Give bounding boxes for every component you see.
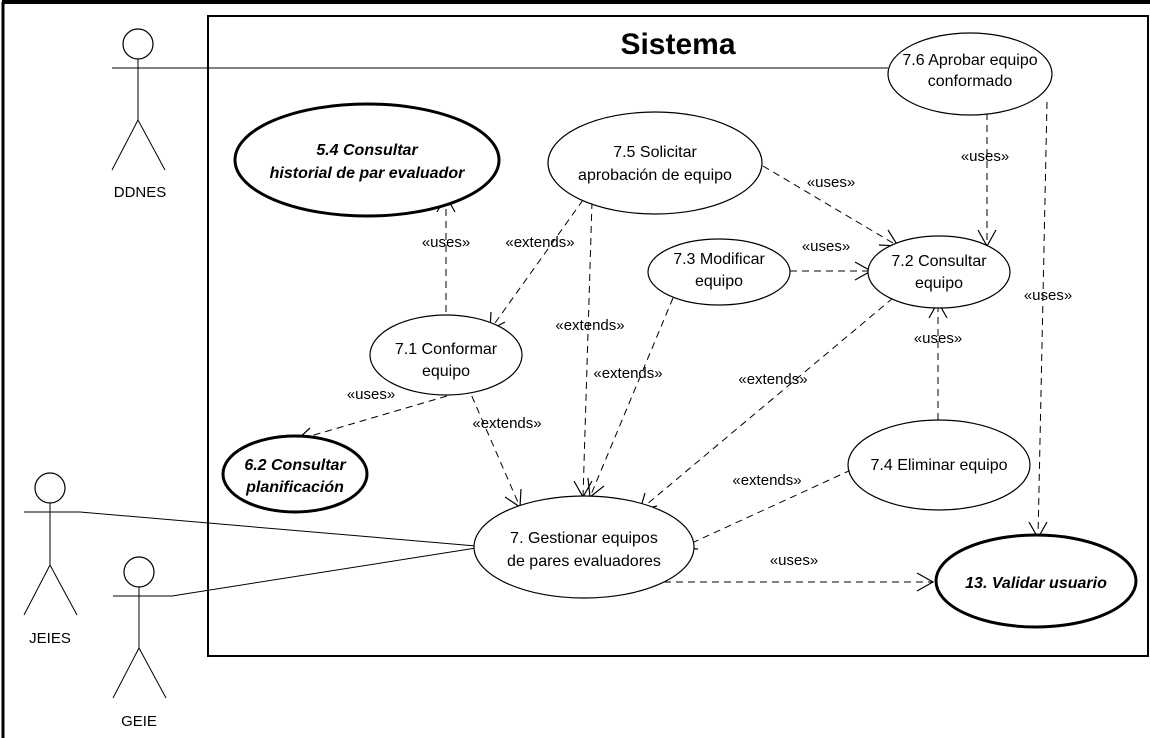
- use-case-label: 7.3 Modificar: [673, 251, 765, 268]
- rel-label-extends: «extends»: [472, 415, 541, 432]
- rel-uc75-uc71: [489, 199, 584, 331]
- rel-label-extends: «extends»: [738, 371, 807, 388]
- actor-jeies[interactable]: JEIES: [23, 472, 78, 647]
- rel-uc75-uc7: [582, 201, 593, 498]
- rel-label-uses: «uses»: [961, 148, 1009, 165]
- rel-uc76-uc13: [1037, 101, 1048, 539]
- actor-geie[interactable]: GEIE: [112, 556, 167, 730]
- use-case-label: historial de par evaluador: [270, 165, 466, 182]
- rel-label-uses: «uses»: [347, 386, 395, 403]
- use-case-13[interactable]: 13. Validar usuario: [934, 533, 1138, 629]
- use-case-label: 7.5 Solicitar: [613, 144, 697, 161]
- use-case-7-2[interactable]: 7.2 Consultar equipo: [867, 235, 1011, 309]
- use-case-label: equipo: [422, 363, 470, 380]
- rel-label-extends: «extends»: [505, 234, 574, 251]
- use-case-label: 6.2 Consultar: [244, 457, 346, 474]
- use-case-label: 5.4 Consultar: [316, 142, 418, 159]
- use-case-label: 13. Validar usuario: [965, 575, 1107, 592]
- rel-label-uses: «uses»: [914, 330, 962, 347]
- use-case-label: 7.6 Aprobar equipo: [902, 52, 1037, 69]
- association-jeies-uc7: [77, 511, 477, 547]
- rel-label-extends: «extends»: [732, 472, 801, 489]
- use-case-7-6[interactable]: 7.6 Aprobar equipo conformado: [887, 32, 1053, 116]
- rel-label-uses: «uses»: [1024, 287, 1072, 304]
- actor-label: GEIE: [121, 713, 157, 730]
- rel-uc75-uc72: [762, 165, 899, 247]
- system-title: Sistema: [620, 28, 735, 61]
- use-case-7-3[interactable]: 7.3 Modificar equipo: [647, 238, 791, 306]
- rel-label-uses: «uses»: [807, 174, 855, 191]
- use-case-label: 7.1 Conformar: [395, 341, 498, 358]
- use-case-label: aprobación de equipo: [578, 167, 732, 184]
- use-case-label: equipo: [695, 273, 743, 290]
- use-case-label: 7.2 Consultar: [891, 253, 987, 270]
- use-case-label: 7.4 Eliminar equipo: [871, 457, 1008, 474]
- use-case-7[interactable]: 7. Gestionar equipos de pares evaluadore…: [473, 495, 695, 599]
- use-case-7-1[interactable]: 7.1 Conformar equipo: [369, 314, 523, 396]
- use-case-7-5[interactable]: 7.5 Solicitar aprobación de equipo: [547, 111, 763, 215]
- use-case-label: equipo: [915, 275, 963, 292]
- rel-label-uses: «uses»: [770, 552, 818, 569]
- use-case-label: conformado: [928, 73, 1013, 90]
- use-case-label: 7. Gestionar equipos: [510, 530, 658, 547]
- actor-ddnes[interactable]: DDNES: [111, 28, 167, 201]
- association-geie-uc7: [166, 547, 477, 597]
- rel-uc71-uc62: [296, 395, 448, 441]
- use-case-5-4[interactable]: 5.4 Consultar historial de par evaluador: [233, 102, 501, 218]
- rel-label-uses: «uses»: [802, 238, 850, 255]
- actor-label: JEIES: [29, 630, 71, 647]
- system-boundary: [207, 15, 1149, 657]
- rel-label-extends: «extends»: [555, 317, 624, 334]
- rel-label-extends: «extends»: [593, 365, 662, 382]
- use-case-6-2[interactable]: 6.2 Consultar planificación: [221, 434, 369, 514]
- use-case-label: planificación: [245, 479, 344, 496]
- rel-uc71-uc7: [466, 384, 521, 508]
- use-case-7-4[interactable]: 7.4 Eliminar equipo: [847, 419, 1031, 511]
- rel-label-uses: «uses»: [422, 234, 470, 251]
- use-case-label: de pares evaluadores: [507, 553, 661, 570]
- actor-label: DDNES: [114, 184, 167, 201]
